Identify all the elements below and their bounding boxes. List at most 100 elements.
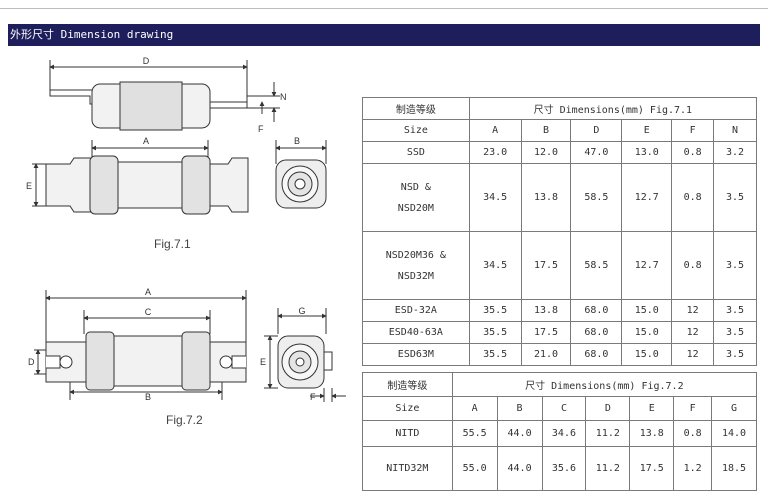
model-name: NSD & NSD20M — [362, 163, 470, 232]
table-cell: 14.0 — [711, 420, 757, 447]
column-header: N — [713, 119, 757, 142]
table-cell: 17.5 — [629, 446, 675, 491]
column-header: B — [496, 396, 543, 421]
table-cell: 11.2 — [585, 446, 631, 491]
model-name-line: NSD20M36 & — [385, 249, 446, 261]
column-header: F — [671, 119, 715, 142]
model-name-line: ESD-32A — [394, 305, 437, 316]
fig2-front-view — [34, 290, 247, 400]
fig2-label-E: E — [260, 357, 266, 367]
fig2-label-F: F — [310, 392, 316, 402]
column-header: F — [673, 396, 713, 421]
table-cell: 13.0 — [621, 141, 673, 164]
fig1-label-D: D — [143, 56, 150, 66]
table-cell: 68.0 — [570, 343, 623, 366]
table-cell: 3.5 — [713, 163, 757, 232]
model-name-line: NITD32M — [386, 463, 429, 474]
top-divider — [0, 8, 768, 9]
model-name-line: NITD — [395, 428, 420, 439]
table-cell: 21.0 — [520, 343, 572, 366]
table-cell: 12.7 — [621, 163, 673, 232]
dimension-header: 尺寸 Dimensions(mm) Fig.7.1 — [468, 97, 758, 120]
table-cell: 47.0 — [570, 141, 623, 164]
fig1-side-view — [49, 60, 280, 131]
table-cell: 17.5 — [520, 231, 572, 300]
fig2-label-C: C — [145, 307, 152, 317]
table-cell: 44.0 — [496, 446, 543, 491]
model-name-line: ESD40-63A — [388, 327, 443, 338]
column-header: B — [520, 119, 572, 142]
table-cell: 0.8 — [671, 141, 715, 164]
fig1-caption: Fig.7.1 — [154, 237, 191, 251]
model-name: SSD — [362, 141, 470, 164]
model-name-line: SSD — [406, 147, 425, 158]
table-cell: 58.5 — [570, 163, 623, 232]
table-cell: 15.0 — [621, 321, 673, 344]
table-cell: 13.8 — [520, 299, 572, 322]
fig2-label-A: A — [145, 287, 151, 297]
model-header: 制造等级 — [362, 372, 453, 397]
fig1-label-E: E — [26, 181, 32, 191]
model-name: ESD40-63A — [362, 321, 470, 344]
column-header: D — [570, 119, 623, 142]
table-cell: 13.8 — [629, 420, 675, 447]
table-cell: 17.5 — [520, 321, 572, 344]
table-cell: 0.8 — [671, 231, 715, 300]
column-header: E — [629, 396, 675, 421]
table-cell: 13.8 — [520, 163, 572, 232]
table-cell: 1.2 — [673, 446, 713, 491]
dimension-drawings: D N F A E B Fig.7.1 — [26, 56, 346, 427]
fig2-label-B: B — [145, 392, 151, 402]
table-cell: 0.8 — [671, 163, 715, 232]
column-header: D — [585, 396, 631, 421]
fig1-label-A: A — [143, 136, 149, 146]
column-header: C — [541, 396, 587, 421]
model-header: 制造等级 — [362, 97, 470, 120]
table-cell: 44.0 — [496, 420, 543, 447]
column-header: A — [468, 119, 522, 142]
fig1-front-view — [32, 140, 249, 215]
table-cell: 34.5 — [468, 163, 522, 232]
fig1-label-N: N — [280, 92, 287, 102]
section-header: 外形尺寸 Dimension drawing — [8, 24, 760, 46]
table-cell: 68.0 — [570, 321, 623, 344]
fig2-end-view — [264, 308, 346, 402]
column-header: A — [451, 396, 498, 421]
table-cell: 12 — [671, 321, 715, 344]
table-cell: 35.5 — [468, 321, 522, 344]
fig2-label-G: G — [298, 306, 305, 316]
model-name-line: NSD32M — [397, 270, 434, 282]
table-cell: 15.0 — [621, 343, 673, 366]
table-cell: 34.6 — [541, 420, 587, 447]
table-cell: 3.5 — [713, 231, 757, 300]
table-cell: 12 — [671, 343, 715, 366]
fig2-caption: Fig.7.2 — [166, 413, 203, 427]
table-cell: 35.5 — [468, 299, 522, 322]
model-name-line: NSD20M — [397, 202, 434, 214]
dimension-header: 尺寸 Dimensions(mm) Fig.7.2 — [451, 372, 758, 397]
model-name: NSD20M36 & NSD32M — [362, 231, 470, 300]
model-name: NITD — [362, 420, 453, 447]
table-cell: 34.5 — [468, 231, 522, 300]
table-cell: 3.5 — [713, 321, 757, 344]
table-cell: 35.6 — [541, 446, 587, 491]
column-header: E — [621, 119, 673, 142]
model-name-line: NSD & — [400, 181, 431, 193]
table-cell: 23.0 — [468, 141, 522, 164]
table-cell: 55.0 — [451, 446, 498, 491]
table-cell: 15.0 — [621, 299, 673, 322]
fig1-label-B: B — [294, 136, 300, 146]
model-name: NITD32M — [362, 446, 453, 491]
table-cell: 3.5 — [713, 343, 757, 366]
table-cell: 12 — [671, 299, 715, 322]
table-cell: 35.5 — [468, 343, 522, 366]
